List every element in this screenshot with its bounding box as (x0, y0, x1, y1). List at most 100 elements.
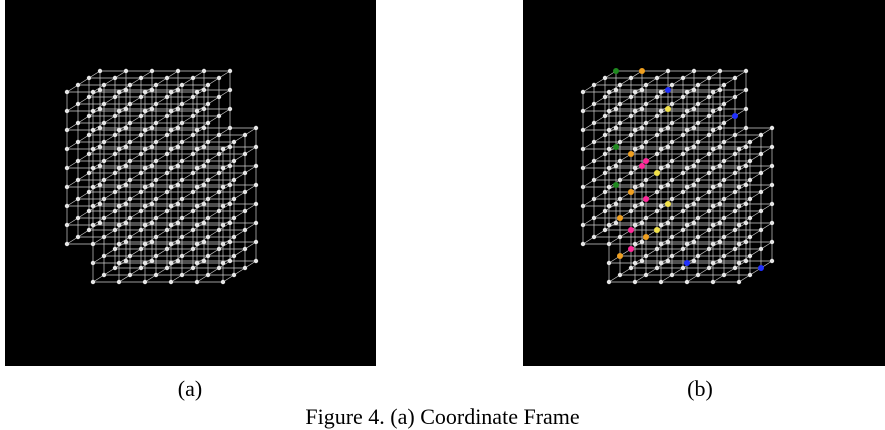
lattice-node (692, 183, 696, 187)
lattice-node (221, 223, 225, 227)
lattice-node (139, 190, 143, 194)
lattice-node (76, 140, 80, 144)
lattice-node (217, 209, 221, 213)
lattice-node (113, 209, 117, 213)
lattice-node (87, 114, 91, 118)
lattice-node (113, 76, 117, 80)
lattice-node (243, 228, 247, 232)
lattice-node (733, 95, 737, 99)
lattice-node (655, 95, 659, 99)
lattice-node (206, 216, 210, 220)
lattice-node (202, 221, 206, 225)
lattice-node (113, 247, 117, 251)
lattice-node (581, 223, 585, 227)
lattice-node (180, 83, 184, 87)
highlighted-node (639, 68, 645, 74)
lattice-node (670, 197, 674, 201)
lattice-node (592, 121, 596, 125)
lattice-node (169, 166, 173, 170)
lattice-node (681, 133, 685, 137)
lattice-node (150, 202, 154, 206)
lattice-node (176, 183, 180, 187)
lattice-node (718, 240, 722, 244)
lattice-node (681, 171, 685, 175)
lattice-node (737, 185, 741, 189)
lattice-node (254, 145, 258, 149)
lattice-node (644, 121, 648, 125)
lattice-node (228, 202, 232, 206)
lattice-node (655, 190, 659, 194)
lattice-node (696, 140, 700, 144)
lattice-node (169, 242, 173, 246)
highlighted-node (758, 265, 764, 271)
lattice-node (770, 202, 774, 206)
lattice-node (718, 69, 722, 73)
lattice-node (744, 164, 748, 168)
lattice-node (76, 121, 80, 125)
lattice-node (180, 197, 184, 201)
lattice-node (98, 183, 102, 187)
lattice-node (718, 126, 722, 130)
lattice-node (217, 171, 221, 175)
lattice-node (124, 126, 128, 130)
lattice-node (633, 166, 637, 170)
lattice-node (633, 109, 637, 113)
lattice-node (191, 95, 195, 99)
lattice-node (65, 90, 69, 94)
subfigure-label-a: (a) (160, 376, 220, 402)
lattice-node (659, 147, 663, 151)
lattice-node (666, 183, 670, 187)
lattice-node (254, 221, 258, 225)
lattice-node (655, 114, 659, 118)
highlighted-node (617, 215, 623, 221)
lattice-node (217, 228, 221, 232)
lattice-node (154, 216, 158, 220)
lattice-node (640, 221, 644, 225)
highlighted-node (732, 113, 738, 119)
lattice-node (659, 128, 663, 132)
lattice-node (581, 90, 585, 94)
lattice-node (644, 102, 648, 106)
lattice-node (139, 114, 143, 118)
lattice-node (692, 126, 696, 130)
lattice-node (202, 69, 206, 73)
lattice-node (76, 83, 80, 87)
lattice-node (202, 145, 206, 149)
lattice-node (692, 164, 696, 168)
lattice-node (711, 90, 715, 94)
lattice-node (603, 190, 607, 194)
lattice-node (150, 126, 154, 130)
lattice-node (195, 128, 199, 132)
lattice-node (707, 95, 711, 99)
lattice-node (655, 247, 659, 251)
lattice-node (206, 197, 210, 201)
lattice-node (128, 216, 132, 220)
lattice-node (633, 185, 637, 189)
lattice-node (581, 166, 585, 170)
lattice-node (681, 152, 685, 156)
lattice-node (243, 133, 247, 137)
lattice-node (618, 273, 622, 277)
lattice-node (722, 83, 726, 87)
lattice-node (696, 102, 700, 106)
lattice-node (692, 69, 696, 73)
subfigure-label-b: (b) (670, 376, 730, 402)
lattice-node (139, 209, 143, 213)
lattice-node (217, 114, 221, 118)
lattice-node (759, 133, 763, 137)
lattice-node (670, 254, 674, 258)
lattice-node (640, 145, 644, 149)
lattice-node (718, 145, 722, 149)
lattice-node (718, 107, 722, 111)
lattice-node (65, 242, 69, 246)
lattice-node (711, 109, 715, 113)
lattice-node (254, 202, 258, 206)
lattice-node (711, 242, 715, 246)
lattice-node (707, 209, 711, 213)
lattice-node (128, 197, 132, 201)
lattice-node (581, 147, 585, 151)
lattice-node (150, 183, 154, 187)
lattice-node (666, 240, 670, 244)
lattice-node (98, 145, 102, 149)
lattice-node (228, 259, 232, 263)
